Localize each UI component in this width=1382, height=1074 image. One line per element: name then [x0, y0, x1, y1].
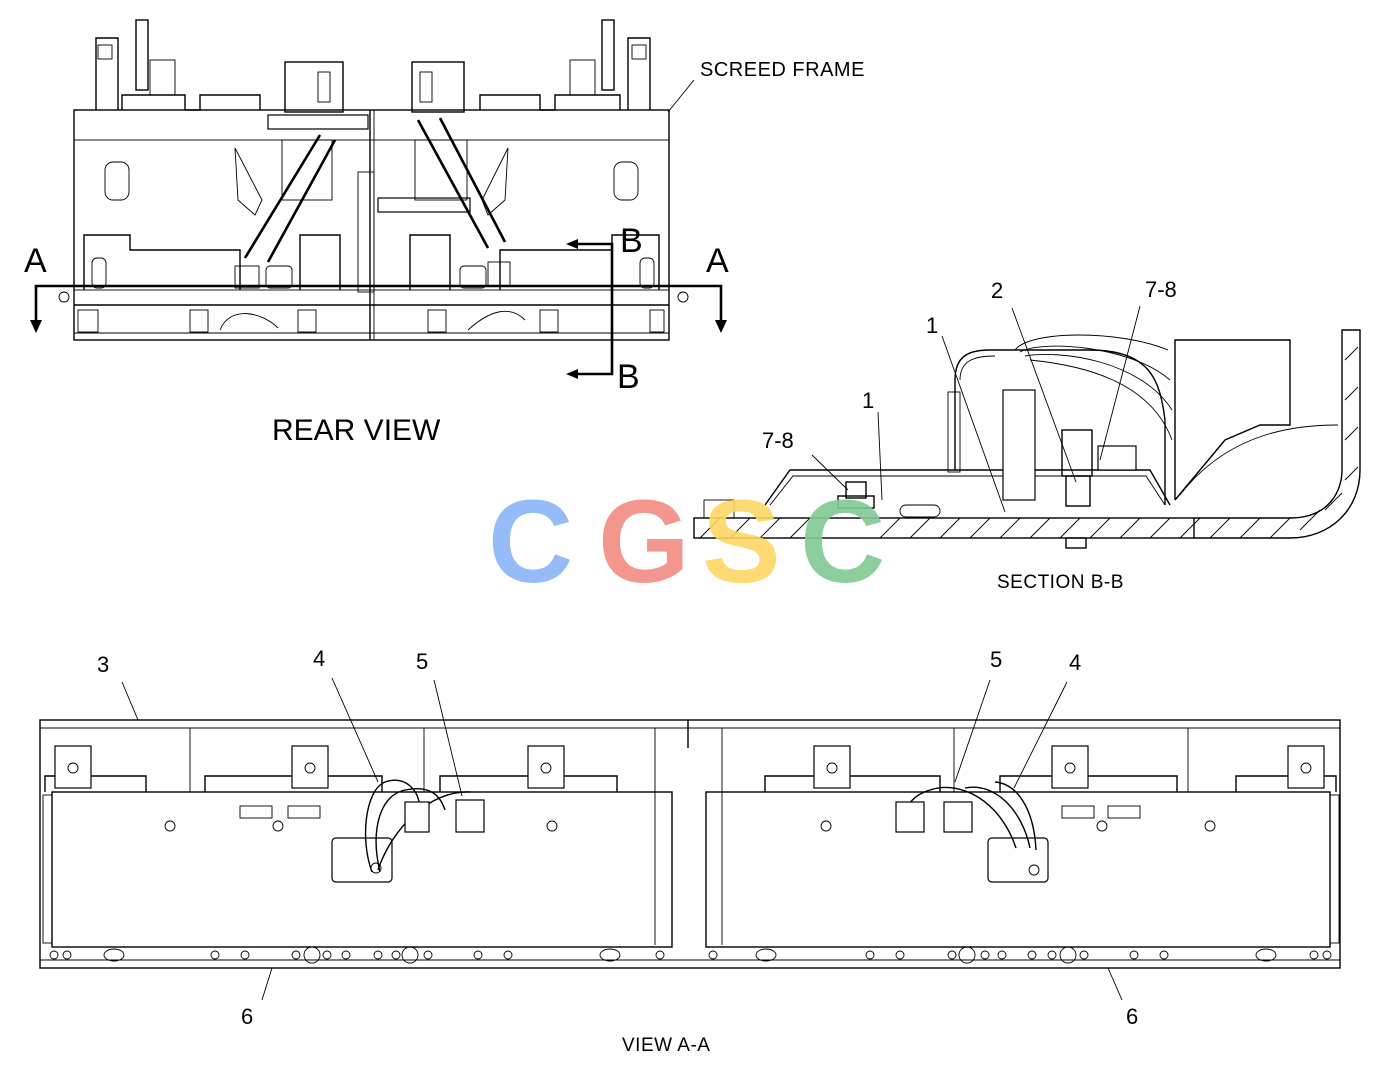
bb-callout-7-8-left: 7-8 [762, 428, 794, 453]
watermark-letter-g: G [598, 476, 690, 608]
aa-callout-4-left: 4 [313, 646, 325, 671]
screed-frame-label: SCREED FRAME [700, 59, 865, 81]
section-a-right-letter: A [706, 242, 729, 280]
aa-callout-6-left: 6 [241, 1004, 253, 1029]
rear-view-caption: REAR VIEW [272, 414, 441, 447]
aa-callout-6-right: 6 [1126, 1004, 1138, 1029]
mounting-tabs [54, 745, 1325, 789]
section-b-top-letter: B [620, 222, 643, 260]
section-a-left-letter: A [24, 242, 47, 280]
bb-callout-1-upper: 1 [926, 313, 938, 338]
cgsc-watermark-logo: C G S C [488, 476, 885, 608]
bb-callout-7-8-right: 7-8 [1145, 277, 1177, 302]
aa-callout-3: 3 [97, 652, 109, 677]
bottom-holes [49, 946, 1332, 964]
watermark-letter-c1: C [488, 476, 573, 608]
aa-callout-4-right: 4 [1069, 650, 1081, 675]
view-aa-caption: VIEW A-A [622, 1035, 710, 1056]
aa-callout-5-left: 5 [416, 649, 428, 674]
rear-view-drawing: SCREED FRAME A A B B REAR VIEW [24, 19, 865, 447]
bb-callout-1-lower: 1 [862, 388, 874, 413]
watermark-letter-c2: C [800, 476, 885, 608]
bb-callout-2: 2 [991, 278, 1003, 303]
section-hatching [699, 346, 1359, 539]
section-bb-caption: SECTION B-B [997, 572, 1124, 593]
aa-callout-5-right: 5 [990, 647, 1002, 672]
view-aa-drawing: 3 4 5 5 4 6 6 VIEW A-A [39, 646, 1341, 1056]
watermark-letter-s: S [702, 476, 781, 608]
section-b-bottom-letter: B [617, 358, 640, 396]
section-bb-drawing: 1 2 7-8 1 7-8 SECTION B-B [693, 277, 1361, 593]
